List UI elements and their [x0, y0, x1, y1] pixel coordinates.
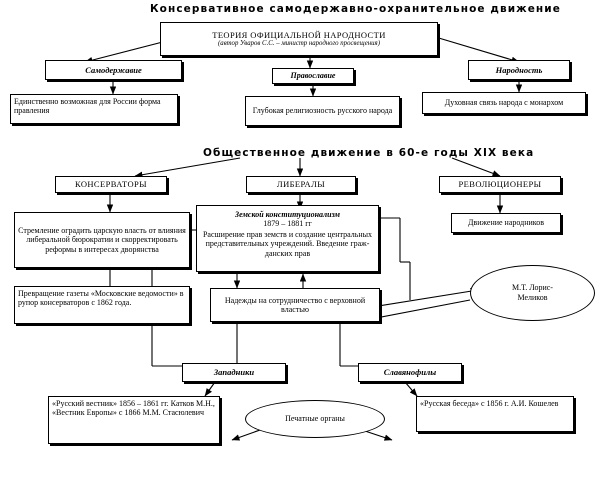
pillar-autocracy-detail-box: Единственно возможная для России форма п…: [10, 94, 178, 124]
press-organs-ellipse: Печатные органы: [245, 400, 385, 438]
slavophiles-journals-text: «Русская беседа» с 1856 г. А.И. Кошелев: [420, 399, 559, 408]
loris-melikov-name-line1: М.Т. Лорис-: [512, 283, 553, 292]
liberals-title: Земской конституционализм: [235, 210, 340, 219]
westernizers-journals-text: «Русский вестник» 1856 – 1861 гг. Катков…: [52, 399, 215, 418]
pillar-orthodoxy-detail-box: Глубокая религиозность русского народа: [245, 96, 400, 126]
column-header-revolutionaries-label: РЕВОЛЮЦИОНЕРЫ: [458, 179, 542, 190]
press-organs-label: Печатные органы: [285, 414, 345, 423]
pillar-orthodoxy-detail: Глубокая религиозность русского народа: [252, 106, 393, 116]
column-header-liberals: ЛИБЕРАЛЫ: [246, 176, 356, 193]
pillar-orthodoxy-box: Православие: [272, 68, 354, 84]
westernizers-journals-box: «Русский вестник» 1856 – 1861 гг. Катков…: [48, 396, 220, 444]
slavophiles-journals-box: «Русская беседа» с 1856 г. А.И. Кошелев: [416, 396, 574, 432]
wing-slavophiles-box: Славянофилы: [358, 363, 462, 382]
conservatives-press-box: Превращение газеты «Московские ведомости…: [14, 286, 190, 324]
wing-westernizers-label: Западники: [213, 367, 255, 378]
pillar-autocracy-detail: Единственно возможная для России форма п…: [14, 97, 161, 116]
pillar-nationality-label: Народность: [495, 64, 543, 75]
column-header-conservatives: КОНСЕРВАТОРЫ: [55, 176, 167, 193]
top-section-title: Консервативное самодержавно-охранительно…: [150, 3, 561, 15]
theory-author: (автор Уваров С.С. – министр народного п…: [218, 40, 380, 47]
revolutionaries-movement-box: Движение народников: [451, 213, 561, 233]
wing-slavophiles-label: Славянофилы: [383, 367, 437, 378]
official-nationality-theory-box: ТЕОРИЯ ОФИЦИАЛЬНОЙ НАРОДНОСТИ (автор Ува…: [160, 22, 438, 56]
conservatives-aim-text: Стремление оградить царскую власть от вл…: [18, 225, 186, 254]
wing-westernizers-box: Западники: [182, 363, 286, 382]
column-header-conservatives-label: КОНСЕРВАТОРЫ: [74, 179, 147, 190]
liberals-hopes-text: Надежды на сотрудничество с верховной вл…: [224, 295, 366, 314]
pillar-nationality-box: Народность: [468, 60, 570, 80]
loris-melikov-ellipse: М.Т. Лорис- Меликов: [470, 265, 595, 321]
conservatives-press-text: Превращение газеты «Московские ведомости…: [18, 289, 184, 308]
theory-title: ТЕОРИЯ ОФИЦИАЛЬНОЙ НАРОДНОСТИ: [212, 29, 386, 40]
liberals-constitutionalism-box: Земской конституционализм 1879 – 1881 гг…: [196, 205, 379, 272]
liberals-hopes-box: Надежды на сотрудничество с верховной вл…: [210, 288, 380, 322]
revolutionaries-movement-text: Движение народников: [467, 218, 545, 228]
pillar-orthodoxy-label: Православие: [290, 71, 336, 81]
pillar-autocracy-label: Самодержавие: [85, 64, 142, 75]
column-header-revolutionaries: РЕВОЛЮЦИОНЕРЫ: [439, 176, 561, 193]
bottom-section-title: Общественное движение в 60-е годы XIX ве…: [203, 147, 535, 159]
conservatives-aim-box: Стремление оградить царскую власть от вл…: [14, 212, 190, 268]
loris-melikov-name-line2: Меликов: [517, 293, 548, 302]
pillar-nationality-detail-box: Духовная связь народа с монархом: [422, 92, 586, 114]
pillar-nationality-detail: Духовная связь народа с монархом: [444, 98, 564, 108]
liberals-body: Расширение прав земств и создание центра…: [202, 229, 373, 258]
pillar-autocracy-box: Самодержавие: [45, 60, 182, 80]
column-header-liberals-label: ЛИБЕРАЛЫ: [276, 179, 326, 190]
liberals-years: 1879 – 1881 гг: [263, 219, 312, 229]
